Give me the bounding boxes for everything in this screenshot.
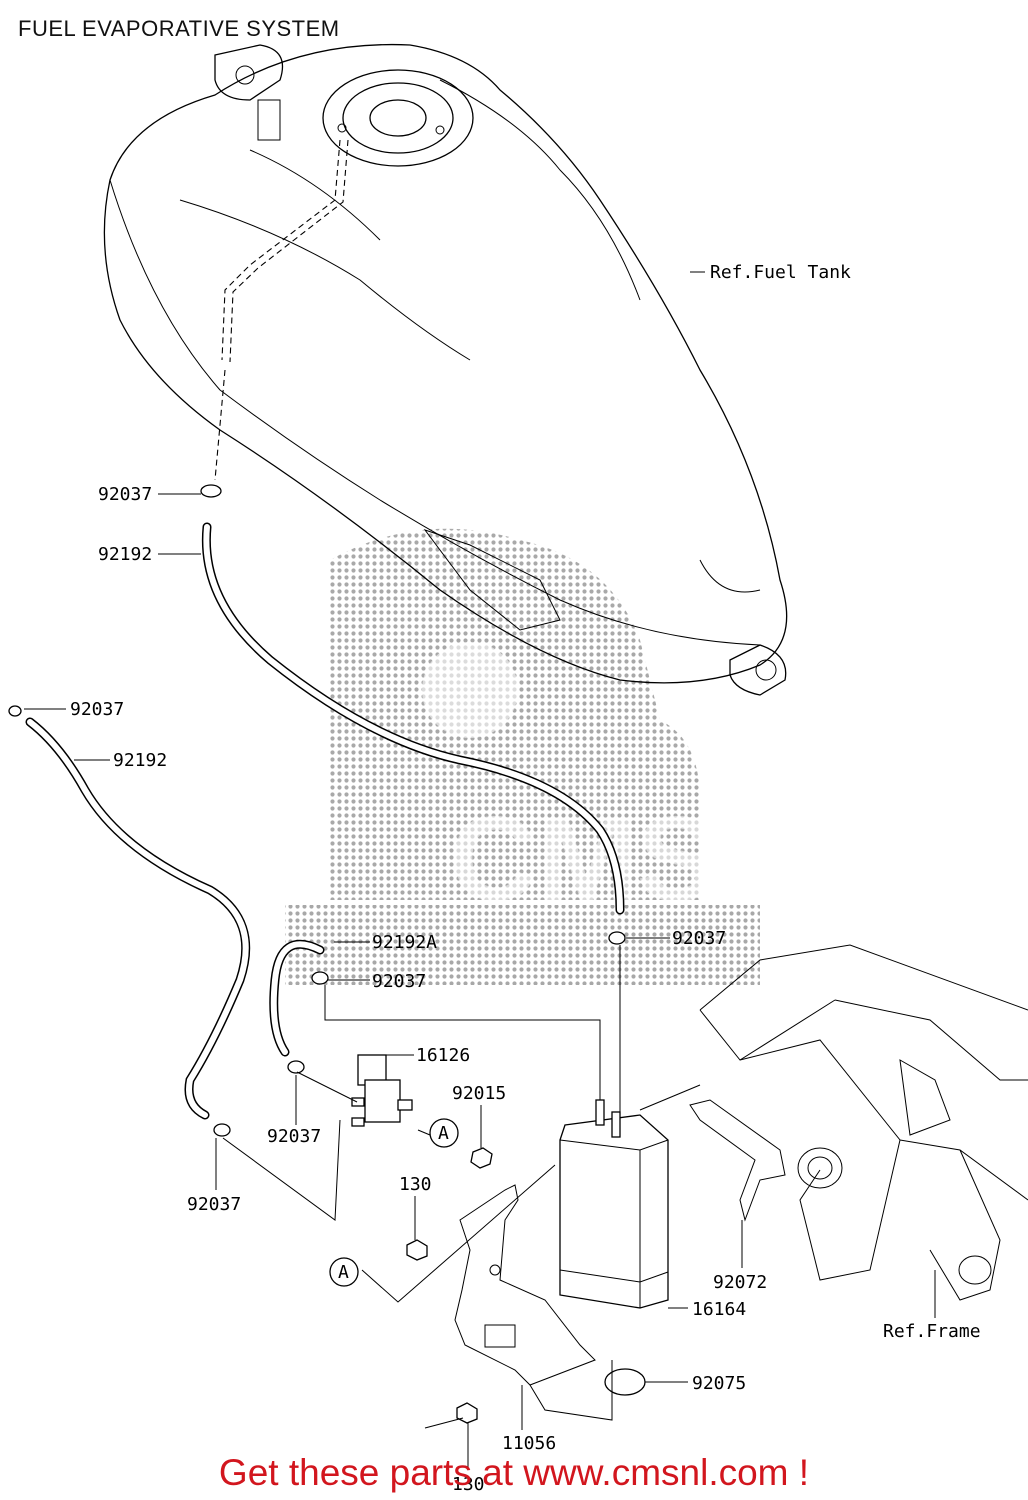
label-92192: 92192 <box>98 544 152 565</box>
get-parts-link[interactable]: Get these parts at www.cmsnl.com ! <box>218 1452 810 1493</box>
label-92015: 92015 <box>452 1083 506 1104</box>
label-130: 130 <box>452 1474 485 1495</box>
label-130: 130 <box>399 1174 432 1195</box>
label-92037: 92037 <box>372 971 426 992</box>
hose-92192-tank <box>201 522 625 915</box>
canister-16164 <box>559 1099 669 1309</box>
part-labels: Ref.Fuel Tank 92037 92192 92037 92192 92… <box>70 262 981 1495</box>
label-92037: 92037 <box>98 484 152 505</box>
label-92192: 92192 <box>113 750 167 771</box>
frame <box>699 944 1028 1301</box>
label-16164: 16164 <box>692 1299 746 1320</box>
cms-watermark: CMS <box>285 528 760 985</box>
hose-92192-left <box>25 717 251 1120</box>
label-16126: 16126 <box>416 1045 470 1066</box>
routing-lines <box>222 945 701 1429</box>
label-92037: 92037 <box>70 699 124 720</box>
fuel-tank <box>103 43 788 696</box>
label-92072: 92072 <box>713 1272 767 1293</box>
label-11056: 11056 <box>502 1433 556 1454</box>
leader-lines <box>24 493 936 1470</box>
callout-a-label: A <box>338 1262 349 1283</box>
label-92192A: 92192A <box>372 932 437 953</box>
label-92037: 92037 <box>672 928 726 949</box>
nut-92015 <box>470 1147 493 1169</box>
label-ref-fuel-tank: Ref.Fuel Tank <box>710 262 851 283</box>
solenoid-valve-16126 <box>351 1054 413 1127</box>
callout-a-label: A <box>438 1123 449 1144</box>
clamp-92037 <box>8 484 626 1137</box>
label-92037: 92037 <box>267 1126 321 1147</box>
pad-92075 <box>604 1368 646 1396</box>
bracket-11056 <box>454 1184 596 1386</box>
label-ref-frame: Ref.Frame <box>883 1321 981 1342</box>
label-92075: 92075 <box>692 1373 746 1394</box>
strap-92072 <box>689 1099 786 1222</box>
hose-92192A <box>269 939 325 1057</box>
diagram-title: FUEL EVAPORATIVE SYSTEM <box>18 16 340 41</box>
label-92037: 92037 <box>187 1194 241 1215</box>
callout-a: A A <box>329 1118 459 1287</box>
